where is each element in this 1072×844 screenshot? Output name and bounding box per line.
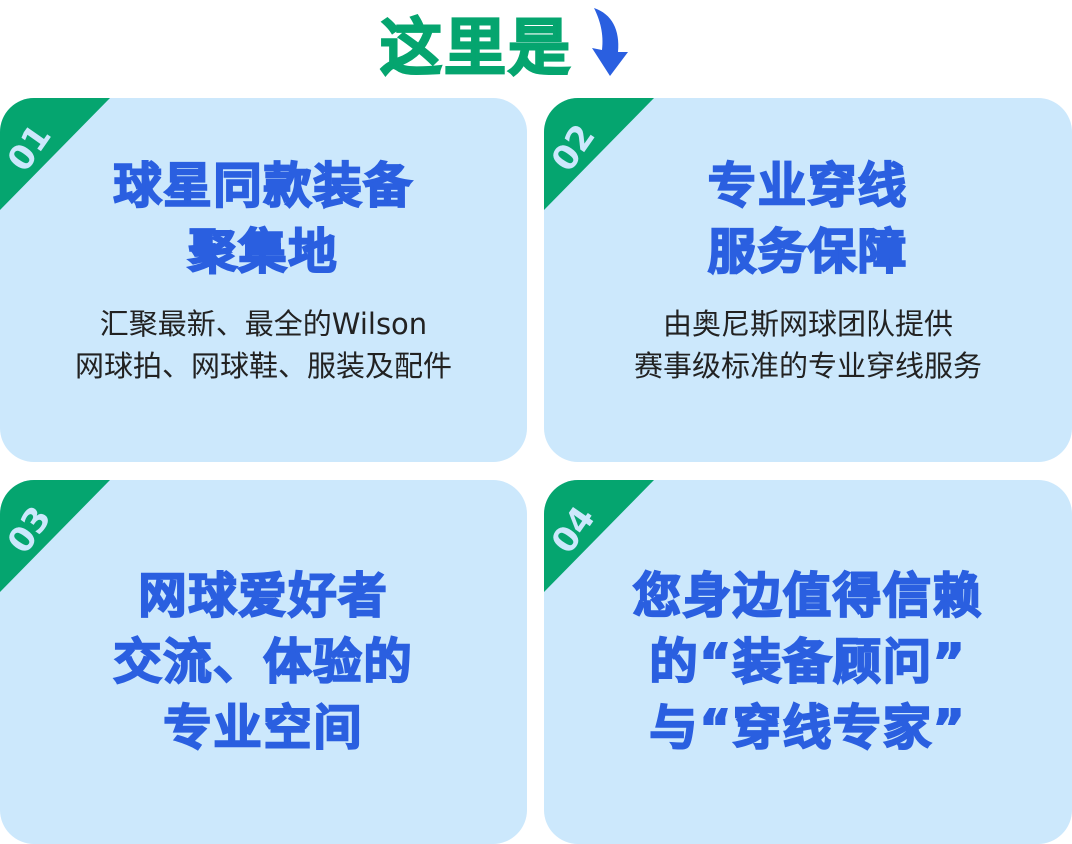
corner-badge: [544, 480, 654, 592]
title-line: 聚集地: [187, 223, 339, 281]
card-3: 03 网球爱好者 交流、体验的 专业空间: [0, 480, 527, 844]
title-line: 专业穿线: [707, 157, 908, 215]
subtitle-line: 汇聚最新、最全的Wilson: [99, 307, 428, 341]
title-line: 您身边值得信赖: [632, 567, 983, 625]
title-line: 的“装备顾问”: [648, 633, 967, 691]
corner-badge: [544, 98, 654, 210]
heading-text: 这里是: [379, 10, 573, 85]
card-subtitle: 由奥尼斯网球团队提供 赛事级标准的专业穿线服务: [634, 303, 982, 387]
subtitle-line: 赛事级标准的专业穿线服务: [633, 349, 982, 383]
card-1: 01 球星同款装备 聚集地 汇聚最新、最全的Wilson 网球拍、网球鞋、服装及…: [0, 98, 527, 462]
card-title: 您身边值得信赖 的“装备顾问” 与“穿线专家”: [632, 563, 983, 761]
title-line: 交流、体验的: [112, 633, 414, 691]
title-line: 球星同款装备: [112, 157, 414, 215]
card-subtitle: 汇聚最新、最全的Wilson 网球拍、网球鞋、服装及配件: [75, 303, 452, 387]
title-line: 服务保障: [707, 223, 908, 281]
card-title: 专业穿线 服务保障: [707, 153, 908, 285]
subtitle-line: 由奥尼斯网球团队提供: [662, 307, 953, 341]
title-line: 专业空间: [162, 699, 364, 757]
arrow-down-icon: [592, 8, 629, 76]
title-line: 与“穿线专家”: [648, 699, 967, 757]
card-title: 网球爱好者 交流、体验的 专业空间: [112, 563, 414, 761]
card-4: 04 您身边值得信赖 的“装备顾问” 与“穿线专家”: [544, 480, 1072, 844]
heading: 这里是: [379, 2, 640, 85]
card-2: 02 专业穿线 服务保障 由奥尼斯网球团队提供 赛事级标准的专业穿线服务: [544, 98, 1072, 462]
corner-badge: [0, 480, 110, 592]
title-line: 网球爱好者: [137, 567, 389, 625]
card-title: 球星同款装备 聚集地: [112, 153, 414, 285]
corner-badge: [0, 98, 110, 210]
subtitle-line: 网球拍、网球鞋、服装及配件: [74, 349, 452, 383]
